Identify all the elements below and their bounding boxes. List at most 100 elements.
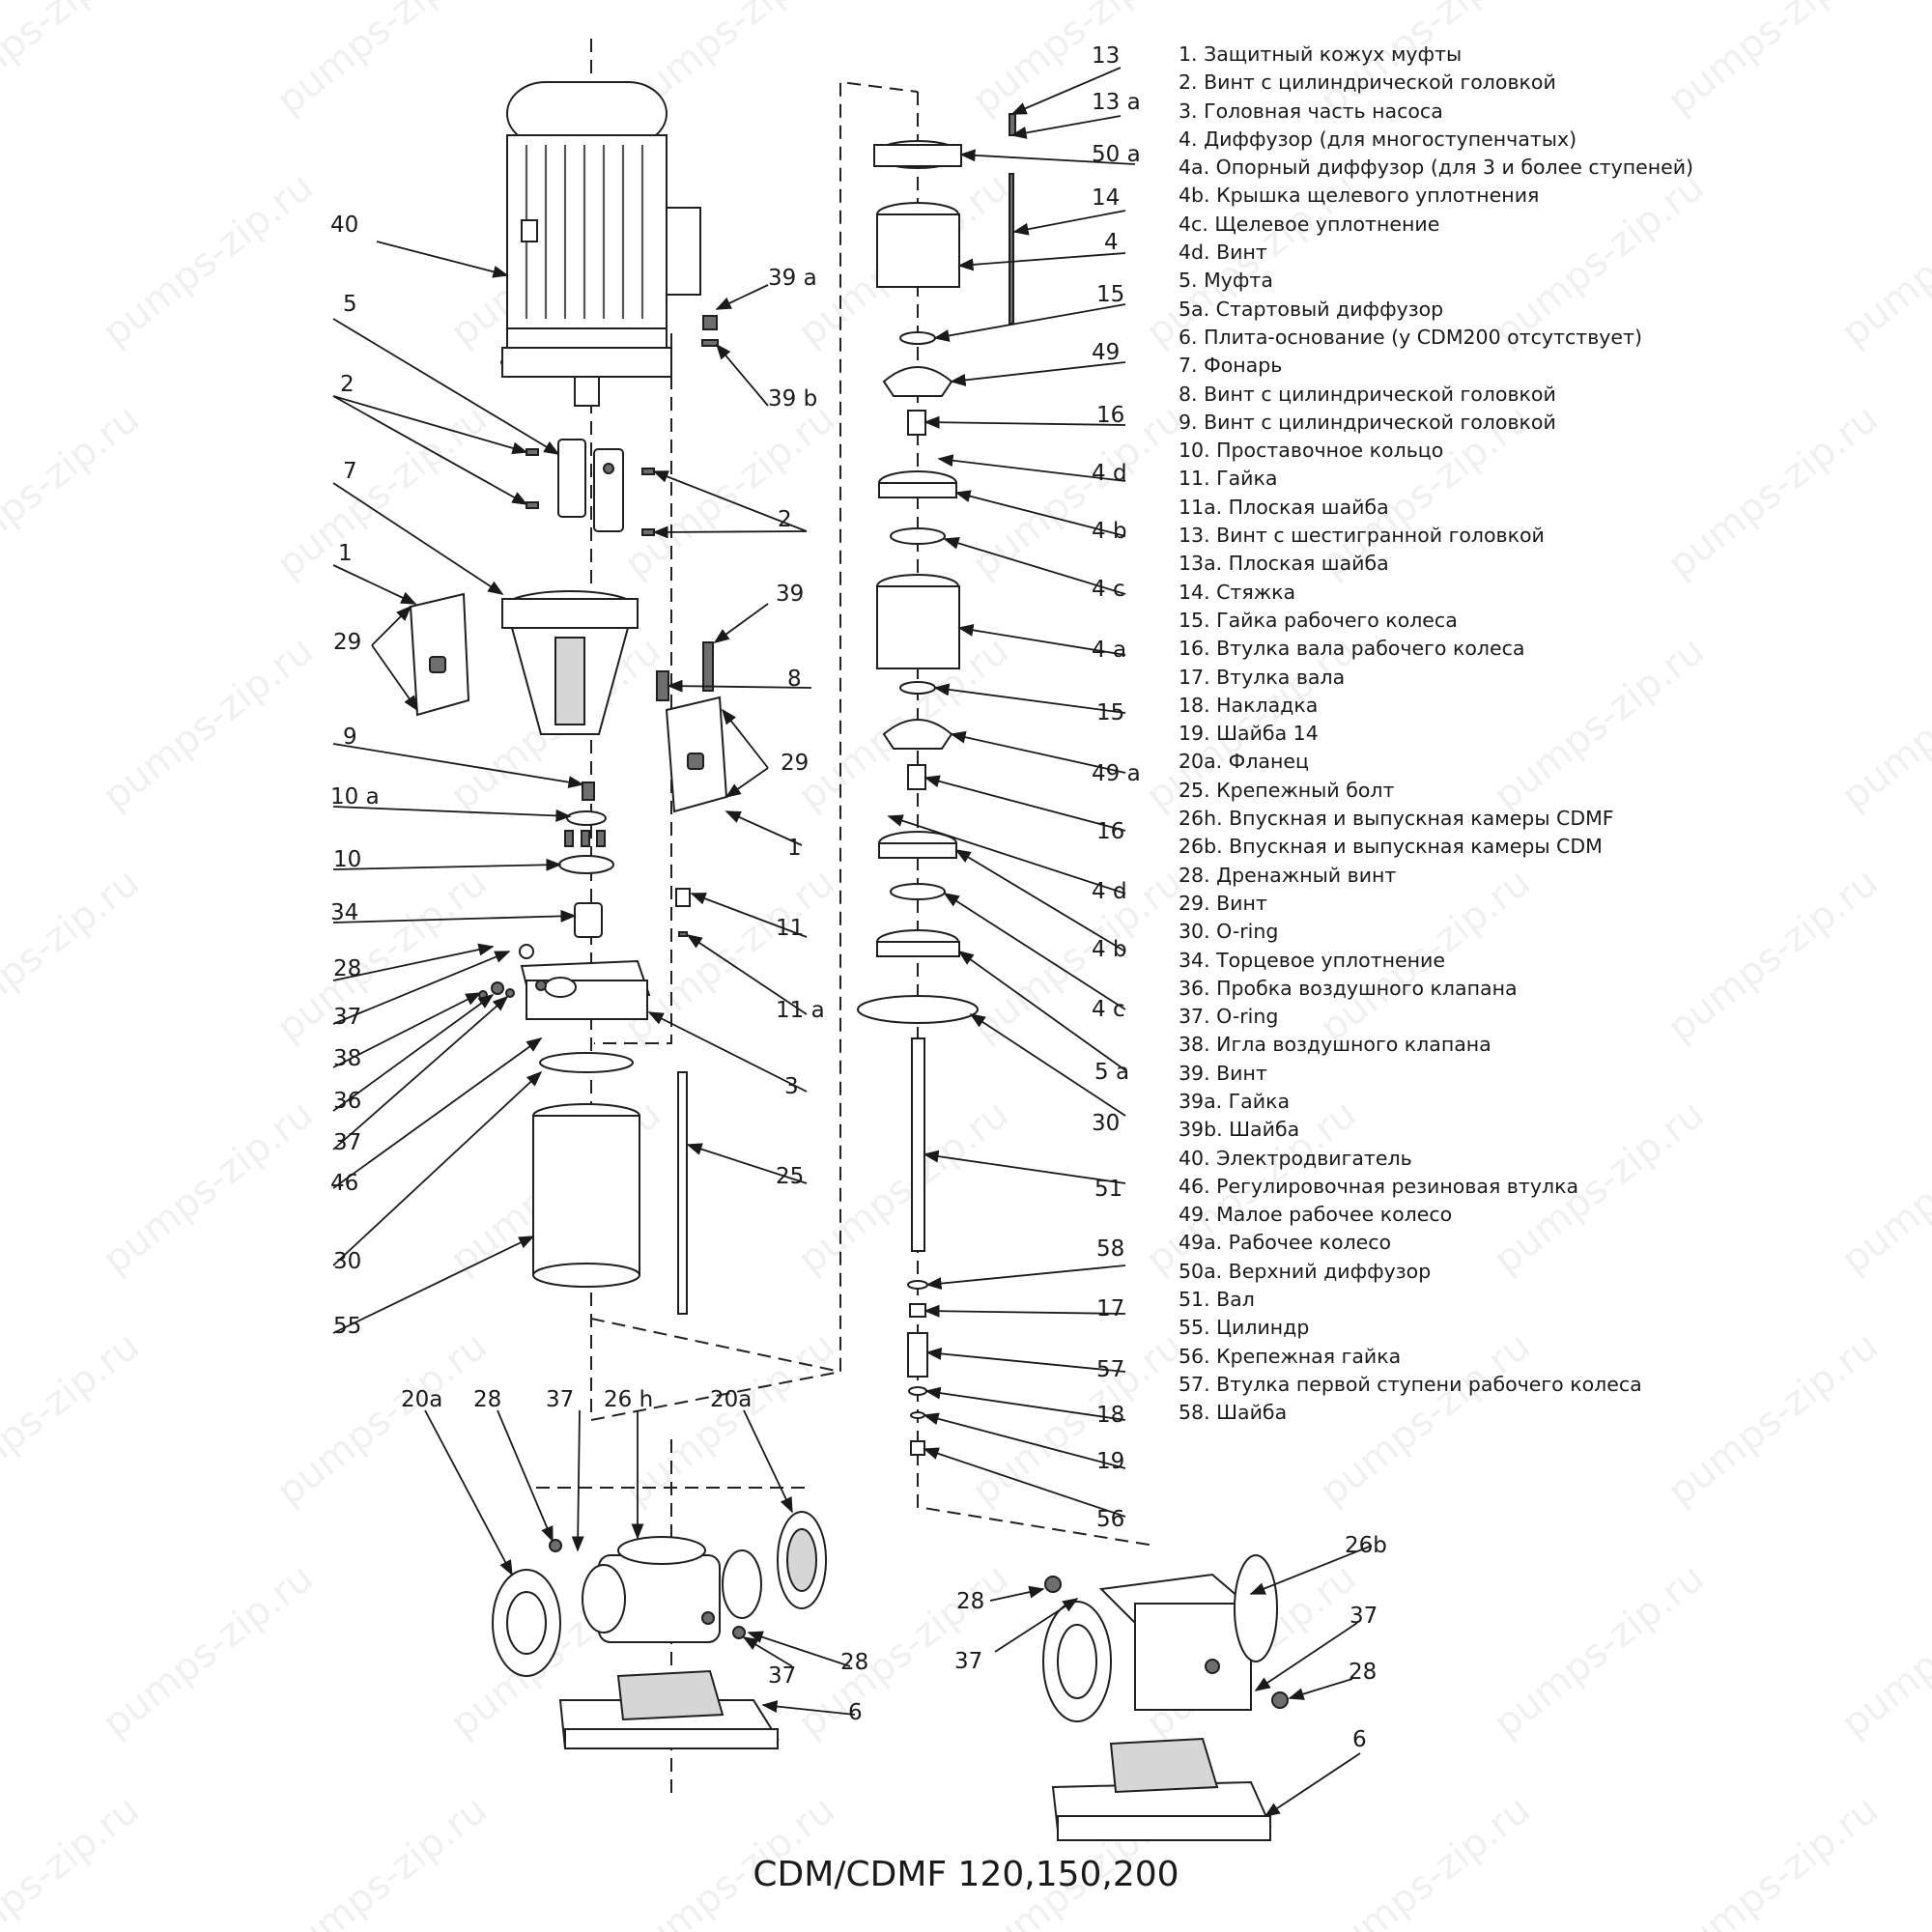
callout: 1 [724, 810, 803, 861]
callout: 5 [332, 292, 560, 455]
svg-text:4 b: 4 b [1092, 937, 1127, 962]
watermark-text: pumps-zip.ru [0, 1323, 148, 1515]
svg-text:46: 46 [330, 1171, 358, 1196]
callout: 26 h [604, 1387, 653, 1540]
callout: 9 [332, 724, 584, 789]
callout: 4 b [954, 849, 1127, 962]
svg-text:9: 9 [343, 724, 357, 750]
svg-text:57: 57 [1096, 1357, 1124, 1382]
svg-text:4 c: 4 c [1092, 997, 1125, 1022]
legend-item: 37. O-ring [1179, 1005, 1279, 1029]
callout: 30 [969, 1013, 1126, 1136]
legend-item: 40. Электродвигатель [1179, 1146, 1412, 1170]
legend-item: 46. Регулировочная резиновая втулка [1179, 1174, 1579, 1198]
legend-item: 58. Шайба [1179, 1401, 1288, 1425]
legend-item: 13a. Плоская шайба [1179, 552, 1389, 576]
callout: 1 [332, 541, 417, 605]
watermark-text: pumps-zip.ru [964, 0, 1191, 124]
svg-text:10: 10 [333, 847, 361, 872]
coupling-5 [526, 439, 655, 536]
svg-text:11 a: 11 a [776, 998, 825, 1023]
callout: 28 [332, 943, 495, 981]
watermark-text: pumps-zip.ru [269, 396, 496, 587]
watermark-text: pumps-zip.ru [0, 1787, 148, 1932]
svg-text:29: 29 [781, 751, 809, 776]
callout: 30 [332, 1070, 543, 1274]
watermark-text: pumps-zip.ru [0, 0, 148, 124]
callout: 51 [923, 1150, 1126, 1202]
svg-text:28: 28 [840, 1650, 868, 1675]
svg-text:1: 1 [787, 836, 802, 861]
svg-text:38: 38 [333, 1046, 361, 1071]
callout: 29 [722, 708, 809, 798]
callout: 10 [332, 847, 562, 872]
legend-item: 56. Крепежная гайка [1179, 1344, 1402, 1368]
callout: 20a [401, 1387, 513, 1577]
svg-text:39: 39 [776, 582, 804, 607]
svg-text:28: 28 [473, 1387, 501, 1412]
svg-text:16: 16 [1096, 403, 1124, 428]
watermark-text: pumps-zip.ru [964, 1323, 1191, 1515]
legend-item: 4c. Щелевое уплотнение [1179, 212, 1440, 236]
svg-text:39 a: 39 a [768, 266, 817, 291]
svg-text:7: 7 [343, 459, 357, 484]
callout: 28 [1288, 1660, 1377, 1700]
callout: 29 [333, 605, 418, 712]
watermark-text: pumps-zip.ru [269, 0, 496, 124]
legend-item: 39a. Гайка [1179, 1089, 1291, 1113]
svg-text:3: 3 [784, 1074, 799, 1099]
callout: 4 b [954, 490, 1127, 544]
svg-text:6: 6 [848, 1700, 863, 1725]
callout: 4 c [943, 537, 1126, 602]
watermark-text: pumps-zip.ru [616, 396, 843, 587]
watermark-text: pumps-zip.ru [269, 1323, 496, 1515]
legend-item: 3. Головная часть насоса [1179, 99, 1443, 123]
svg-text:58: 58 [1096, 1236, 1124, 1262]
svg-text:55: 55 [333, 1314, 361, 1339]
legend-item: 5a. Стартовый диффузор [1179, 297, 1444, 321]
svg-text:26 h: 26 h [604, 1387, 653, 1412]
callout: 50 a [959, 142, 1141, 167]
pump-head-3 [478, 944, 651, 1020]
legend-item: 18. Накладка [1179, 693, 1319, 717]
legend-item: 26h. Впускная и выпускная камеры CDMF [1179, 807, 1614, 831]
callout: 5 a [957, 951, 1129, 1085]
callout: 16 [923, 403, 1126, 429]
callout: 7 [332, 459, 504, 595]
svg-text:19: 19 [1096, 1449, 1124, 1474]
callout: 13 a [1010, 90, 1141, 139]
svg-text:51: 51 [1094, 1177, 1122, 1202]
legend-item: 13. Винт с шестигранной головкой [1179, 524, 1545, 548]
legend-item: 9. Винт с цилиндрической головкой [1179, 410, 1556, 434]
callout: 13 [1010, 43, 1122, 115]
callout: 2 [652, 470, 808, 539]
svg-text:11: 11 [776, 916, 804, 941]
legend-item: 55. Цилиндр [1179, 1316, 1310, 1340]
legend-item: 10. Проставочное кольцо [1179, 439, 1444, 463]
callout: 11 [690, 893, 808, 941]
svg-text:50 a: 50 a [1092, 142, 1141, 167]
callout: 4 d [887, 814, 1127, 904]
watermark-text: pumps-zip.ru [964, 860, 1191, 1051]
callout: 37 [954, 1598, 1079, 1674]
callout: 37 [1254, 1604, 1378, 1691]
svg-text:2: 2 [340, 372, 355, 397]
svg-text:30: 30 [1092, 1111, 1120, 1136]
callout-labels: 40 5 2 2 7 1 29 9 10 a 10 34 28 37 38 36… [330, 43, 1387, 1817]
lantern-7 [501, 590, 639, 735]
legend-item: 38. Игла воздушного клапана [1179, 1033, 1492, 1057]
watermark-text: pumps-zip.ru [269, 1787, 496, 1932]
svg-text:15: 15 [1096, 282, 1124, 307]
callout: 14 [1012, 185, 1126, 236]
svg-text:13: 13 [1092, 43, 1120, 69]
callout: 39 b [715, 343, 817, 412]
watermark-text: pumps-zip.ru [1486, 1555, 1713, 1747]
legend-item: 14. Стяжка [1179, 580, 1296, 604]
svg-text:39 b: 39 b [768, 386, 817, 412]
svg-text:29: 29 [333, 630, 361, 655]
callout: 25 [686, 1143, 808, 1189]
legend-item: 4b. Крышка щелевого уплотнения [1179, 184, 1540, 208]
svg-text:40: 40 [330, 213, 358, 238]
svg-text:10 a: 10 a [330, 784, 380, 810]
